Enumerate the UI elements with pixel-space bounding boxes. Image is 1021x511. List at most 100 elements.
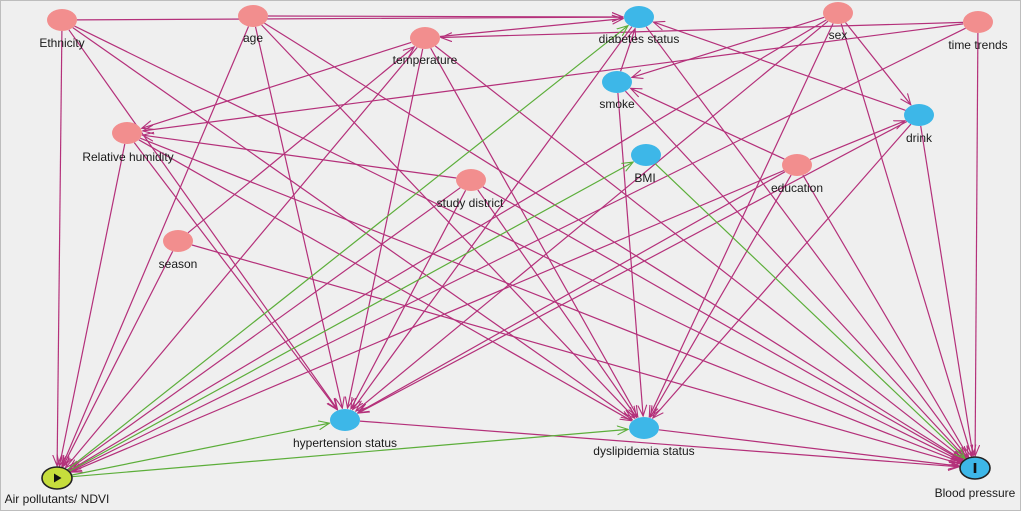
edge-dyslipidemia-to-outcome — [658, 429, 959, 466]
node-district-shape[interactable] — [456, 169, 486, 191]
edge-diabetes-to-hypertension — [353, 26, 633, 410]
edge-ethnicity-to-dyslipidemia — [72, 27, 633, 420]
edge-age-to-exposure — [62, 26, 250, 467]
edge-district-to-dyslipidemia — [477, 189, 637, 418]
edge-bmi-to-outcome — [654, 163, 965, 459]
node-age-label: age — [243, 31, 263, 45]
outcome-bar-icon — [973, 463, 977, 473]
node-temperature-label: temperature — [393, 53, 458, 67]
edge-education-to-drink — [809, 120, 905, 161]
node-drink-shape[interactable] — [904, 104, 934, 126]
node-dyslipidemia[interactable]: dyslipidemia status — [593, 417, 695, 458]
node-ethnicity[interactable]: Ethnicity — [39, 9, 85, 50]
edge-exposure-to-diabetes — [66, 26, 628, 471]
node-hypertension[interactable]: hypertension status — [293, 409, 397, 450]
edge-exposure-to-bmi — [68, 162, 633, 472]
node-district-label: study district — [437, 196, 504, 210]
edge-drink-to-hypertension — [358, 120, 908, 414]
edge-hypertension-to-outcome — [359, 420, 959, 467]
edge-temperature-to-exposure — [66, 47, 418, 467]
edge-sex-to-drink — [845, 22, 911, 105]
edge-ethnicity-to-outcome — [74, 25, 962, 461]
node-bmi-shape[interactable] — [631, 144, 661, 166]
node-dyslipidemia-label: dyslipidemia status — [593, 444, 694, 458]
node-diabetes-shape[interactable] — [624, 6, 654, 28]
play-icon — [54, 473, 62, 483]
edge-time_trends-to-exposure — [70, 27, 966, 471]
edge-temperature-to-diabetes — [439, 19, 623, 38]
node-sex-shape[interactable] — [823, 2, 853, 24]
node-hypertension-label: hypertension status — [293, 436, 397, 450]
edge-drink-to-dyslipidemia — [653, 123, 912, 418]
node-ethnicity-shape[interactable] — [47, 9, 77, 31]
node-hypertension-shape[interactable] — [330, 409, 360, 431]
node-sex-label: sex — [829, 28, 848, 42]
node-exposure-label: Air pollutants/ NDVI — [5, 492, 110, 506]
node-season-shape[interactable] — [163, 230, 193, 252]
node-smoke-label: smoke — [599, 97, 635, 111]
edge-smoke-to-dyslipidemia — [617, 92, 643, 416]
edge-humidity-to-dyslipidemia — [138, 139, 632, 421]
node-age[interactable]: age — [238, 5, 268, 45]
edge-humidity-to-hypertension — [133, 142, 337, 410]
edge-exposure-to-hypertension — [71, 423, 330, 476]
node-education[interactable]: education — [771, 154, 823, 195]
node-smoke-shape[interactable] — [602, 71, 632, 93]
edge-time_trends-to-temperature — [441, 21, 964, 37]
node-time_trends-label: time trends — [948, 38, 1007, 52]
edge-education-to-outcome — [802, 174, 969, 457]
edge-district-to-hypertension — [351, 190, 467, 408]
edge-ethnicity-to-exposure — [57, 30, 63, 466]
edge-season-to-temperature — [187, 47, 414, 234]
edge-sex-to-hypertension — [356, 20, 829, 411]
node-drink[interactable]: drink — [904, 104, 934, 145]
edge-age-to-dyslipidemia — [261, 24, 635, 418]
edge-ethnicity-to-diabetes — [76, 17, 623, 20]
node-season-label: season — [159, 257, 198, 271]
node-layer: Ethnicity age temperature diabetes status se… — [5, 2, 1016, 506]
node-age-shape[interactable] — [238, 5, 268, 27]
edge-temperature-to-humidity — [142, 41, 412, 128]
node-season[interactable]: season — [159, 230, 198, 271]
node-temperature[interactable]: temperature — [393, 27, 458, 67]
node-exposure[interactable]: Air pollutants/ NDVI — [5, 466, 110, 506]
edge-diabetes-to-outcome — [645, 26, 967, 458]
edge-district-to-humidity — [143, 135, 457, 179]
edge-humidity-to-exposure — [59, 143, 126, 466]
node-temperature-shape[interactable] — [410, 27, 440, 49]
node-humidity-label: Relative humidity — [82, 150, 173, 164]
node-bmi-label: BMI — [634, 171, 655, 185]
edge-age-to-diabetes — [267, 16, 623, 17]
node-district[interactable]: study district — [437, 169, 504, 210]
edge-season-to-outcome — [191, 244, 960, 464]
edge-exposure-to-dyslipidemia — [71, 429, 628, 478]
node-drink-label: drink — [906, 131, 933, 145]
edge-district-to-exposure — [69, 187, 461, 470]
node-smoke[interactable]: smoke — [599, 71, 635, 111]
edge-humidity-to-outcome — [139, 137, 961, 462]
node-time_trends-shape[interactable] — [963, 11, 993, 33]
edge-education-to-hypertension — [358, 171, 786, 413]
node-education-shape[interactable] — [782, 154, 812, 176]
edge-education-to-smoke — [631, 88, 785, 160]
edge-smoke-to-outcome — [624, 90, 966, 458]
node-dyslipidemia-shape[interactable] — [629, 417, 659, 439]
edge-season-to-exposure — [63, 251, 174, 466]
edge-temperature-to-dyslipidemia — [430, 47, 638, 417]
node-bmi[interactable]: BMI — [631, 144, 661, 185]
node-sex[interactable]: sex — [823, 2, 853, 42]
edge-drink-to-outcome — [920, 125, 973, 456]
edge-layer — [57, 16, 978, 478]
node-humidity[interactable]: Relative humidity — [82, 122, 174, 164]
edge-temperature-to-hypertension — [348, 48, 424, 408]
node-time_trends[interactable]: time trends — [948, 11, 1008, 52]
edge-smoke-to-diabetes — [620, 29, 636, 72]
node-diabetes[interactable]: diabetes status — [599, 6, 680, 46]
edge-time_trends-to-humidity — [143, 23, 964, 131]
node-humidity-shape[interactable] — [112, 122, 142, 144]
node-outcome-label: Blood pressure — [935, 486, 1016, 500]
node-outcome[interactable]: Blood pressure — [935, 456, 1016, 500]
edge-education-to-exposure — [71, 169, 785, 473]
edge-education-to-dyslipidemia — [650, 174, 792, 417]
